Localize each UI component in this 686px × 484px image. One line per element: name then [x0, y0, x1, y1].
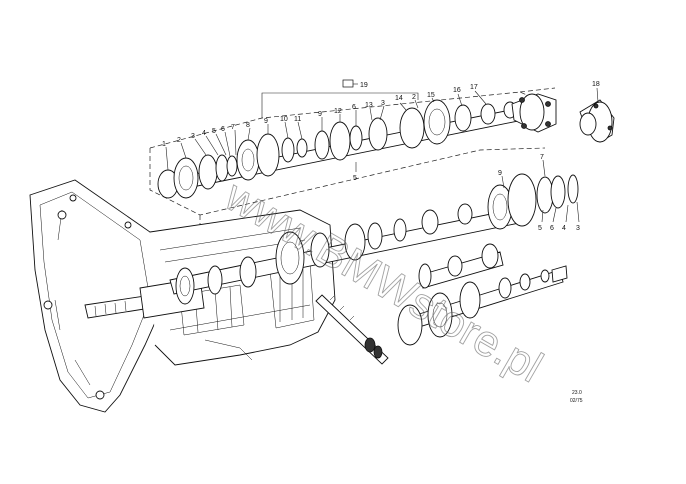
label-upper-14: 14	[395, 95, 403, 102]
ref-code-1: 23.0	[572, 390, 582, 396]
label-upper-9b: 9	[318, 111, 322, 118]
label-upper-3b: 3	[381, 100, 385, 107]
label-upper-3: 3	[191, 133, 195, 140]
flange-18	[579, 99, 615, 143]
lower-callouts: 7 9 5 6 4 3	[498, 154, 580, 232]
group-ref-label: 19	[360, 82, 368, 89]
label-lower-5: 5	[538, 225, 542, 232]
label-upper-12: 12	[334, 108, 342, 115]
label-upper-15: 15	[427, 92, 435, 99]
selector-rod	[315, 294, 389, 365]
label-upper-2: 2	[177, 137, 181, 144]
reverse-gear-group	[397, 265, 568, 346]
ref-code-2: 02/75	[570, 398, 583, 404]
label-lower-3: 3	[576, 225, 580, 232]
label-upper-6: 6	[221, 126, 225, 133]
label-upper-11: 11	[294, 116, 301, 123]
label-upper-4: 4	[202, 130, 206, 137]
label-lower-4: 4	[562, 225, 566, 232]
label-upper-8: 8	[246, 122, 250, 129]
label-upper-7: 7	[231, 124, 235, 131]
group-ref-19: 19	[261, 79, 419, 118]
label-lower-6: 6	[550, 225, 554, 232]
label-upper-2b: 2	[412, 94, 416, 101]
label-upper-9a: 9	[264, 118, 268, 125]
upper-callouts: 1 2 3 4 5 6 7 8 9 10 11 9 12 6 13 3 14 2	[162, 81, 600, 182]
countershaft	[418, 243, 504, 289]
main-shaft-lower	[169, 173, 579, 305]
label-upper-13: 13	[365, 102, 373, 109]
label-upper-17: 17	[470, 84, 478, 91]
label-upper-6b: 6	[352, 104, 356, 111]
label-upper-16: 16	[453, 87, 461, 94]
label-upper-5: 5	[212, 128, 216, 135]
label-lower-9: 9	[498, 170, 502, 177]
label-upper-5b: 5	[353, 175, 357, 182]
label-18: 18	[592, 81, 600, 88]
label-lower-7: 7	[540, 154, 544, 161]
label-upper-1: 1	[162, 141, 166, 148]
upper-exploded-shaft	[157, 93, 557, 199]
label-upper-10: 10	[280, 116, 288, 123]
